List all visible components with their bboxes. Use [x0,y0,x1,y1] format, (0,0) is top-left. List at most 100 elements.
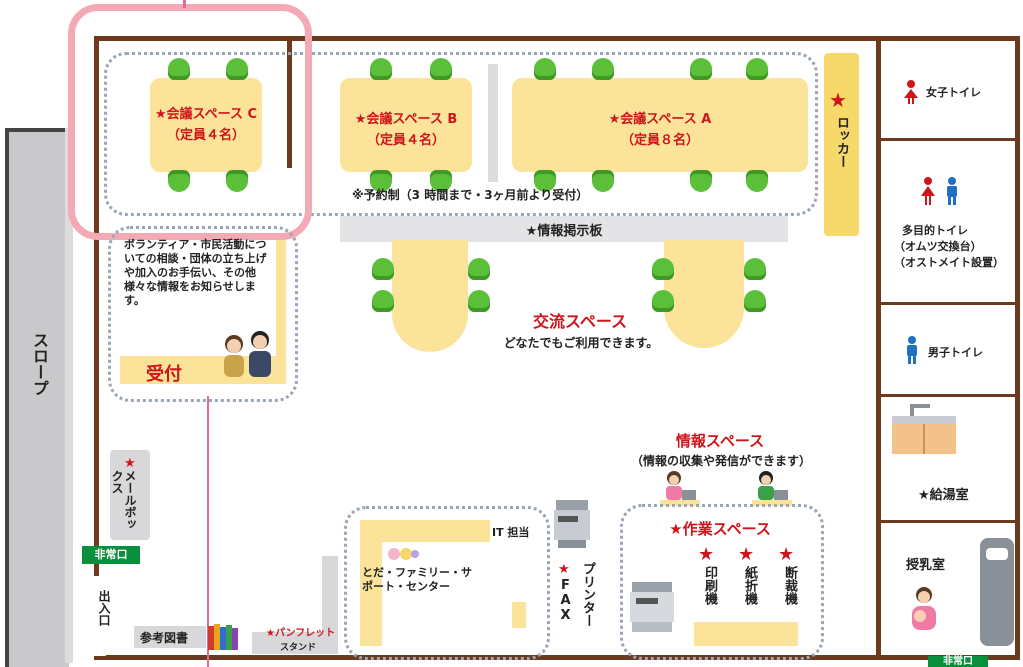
printer-icon[interactable] [552,498,592,550]
entrance-label: 出入口 [97,590,111,626]
chair [226,58,248,80]
family-desk-top [360,520,490,542]
sofa-cushion [986,548,1008,560]
rooms-sep-3 [876,394,1016,397]
it-staff-label: IT 担当 [492,526,530,539]
nursing-room-label: 授乳室 [906,558,946,573]
outer-wall-top [94,36,1018,41]
family-support-name: とだ・ファミリー・サポート・センター [362,566,472,593]
chair [226,170,248,192]
chair [592,58,614,80]
chair [746,170,768,192]
mens-toilet-icon [904,336,920,364]
reference-books-shelf[interactable] [134,626,206,648]
multi-toilet-icon [918,176,964,206]
mailbox-label: メールボックス [110,470,137,530]
books-icon [208,622,244,650]
pamphlet-label: ★パンフレット [266,628,336,639]
machine-star: ★ [738,544,755,565]
meeting-c-capacity: （定員４名） [166,128,245,143]
chair [430,170,452,192]
chair [168,170,190,192]
chair [746,58,768,80]
chair [370,170,392,192]
chair [744,258,766,280]
slope-area: スロープ [5,128,69,667]
mother-baby-icon [906,586,942,634]
pamphlet-stand-post [322,556,338,654]
chair [168,58,190,80]
meeting-c-label: ★会議スペース C [154,107,258,122]
fax-star: ★ [558,562,570,577]
meeting-b-label: ★会議スペース B [354,112,458,127]
locker-label: ロッカー [834,116,849,168]
chair [370,58,392,80]
exchange-space-title: 交流スペース [532,312,628,331]
mailbox[interactable] [110,450,150,540]
meeting-c-table[interactable] [150,78,262,172]
machine-label-cutting[interactable]: 断裁機 [782,566,797,605]
rooms-sep-1 [876,138,1016,141]
meeting-a-label: ★会議スペース A [608,112,712,127]
rooms-sep-2 [876,302,1016,305]
pamphlet-sub: スタンド [280,643,317,653]
machine-star: ★ [778,544,795,565]
copier-icon[interactable] [628,578,676,634]
chair [534,58,556,80]
meeting-a-capacity: （定員８名） [620,133,699,148]
work-space-title: ★作業スペース [669,520,771,538]
family-desk-side [360,520,382,646]
chair [430,58,452,80]
chair [468,290,490,312]
chair [468,258,490,280]
meeting-b-capacity: （定員４名） [366,133,445,148]
emergency-exit-sign: 非常口 [928,656,988,667]
meeting-b-table[interactable] [340,78,472,172]
kitchen-label: ★給湯室 [918,488,969,503]
outer-wall-right [1015,36,1020,660]
chair [744,290,766,312]
emergency-exit-sign: 非常口 [82,546,140,564]
info-space-subtitle: （情報の収集や発信ができます） [630,454,811,468]
nursing-sofa [980,538,1014,646]
multi-toilet-sub1: （オムツ交換台） [894,240,982,253]
info-space-title: 情報スペース [675,432,765,450]
meeting-c-divider [287,38,292,168]
pink-pointer-line [207,396,209,667]
machine-label-folding[interactable]: 紙折機 [742,566,757,605]
outer-wall-left-top [94,36,99,576]
chair [592,170,614,192]
partition [488,64,498,182]
family-support-outline [344,506,550,660]
work-space-outline [620,504,824,660]
chair [372,290,394,312]
entrance-gap [90,576,106,656]
reception-label: 受付 [146,364,182,385]
chair [652,258,674,280]
mens-toilet-label: 男子トイレ [928,346,983,359]
multi-toilet-label: 多目的トイレ [902,224,968,237]
printer-label: プリンター [580,562,595,627]
outer-wall-bottom [94,655,1018,660]
womens-toilet-icon [902,80,920,104]
locker-star: ★ [829,88,847,112]
reception-counter-side [276,240,286,380]
rooms-sep-4 [876,520,1016,523]
reception-info: ボランティア・市民活動についての相談・団体の立ち上げや加入のお手伝い、その他様々… [124,238,267,307]
reference-books-label: 参考図書 [140,631,189,645]
machine-label-printing[interactable]: 印刷機 [702,566,717,605]
exchange-table-right[interactable] [664,240,744,348]
womens-toilet-label: 女子トイレ [926,86,981,99]
locker[interactable] [824,53,859,236]
bulletin-board [340,216,788,242]
chair [690,170,712,192]
exchange-table-left[interactable] [392,240,468,352]
reservation-note: ※予約制（3 時間まで・3ヶ月前より受付） [352,188,589,202]
mailbox-star: ★ [124,456,136,471]
rooms-wall [876,38,881,660]
multi-toilet-sub2: （オストメイト設置） [894,256,1004,269]
machine-star: ★ [698,544,715,565]
meeting-a-table[interactable] [512,78,808,172]
pamphlet-stand[interactable] [252,632,338,654]
family-desk-small [512,602,526,628]
